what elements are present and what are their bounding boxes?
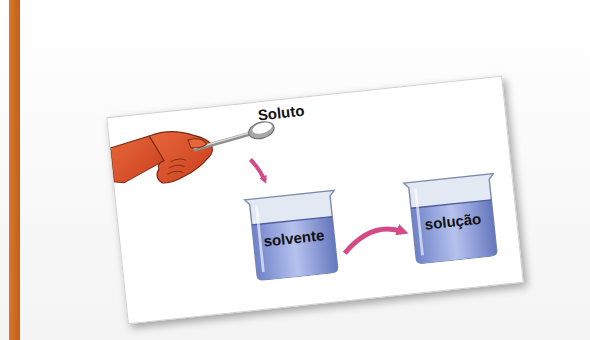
beaker: solvente [242,187,344,282]
solute-label: Soluto [257,102,305,124]
transfer-arrow [343,227,405,253]
picture-card: solvente solução Soluto [106,76,524,324]
beaker: solução [401,170,503,265]
slide-accent-bar [9,0,20,340]
